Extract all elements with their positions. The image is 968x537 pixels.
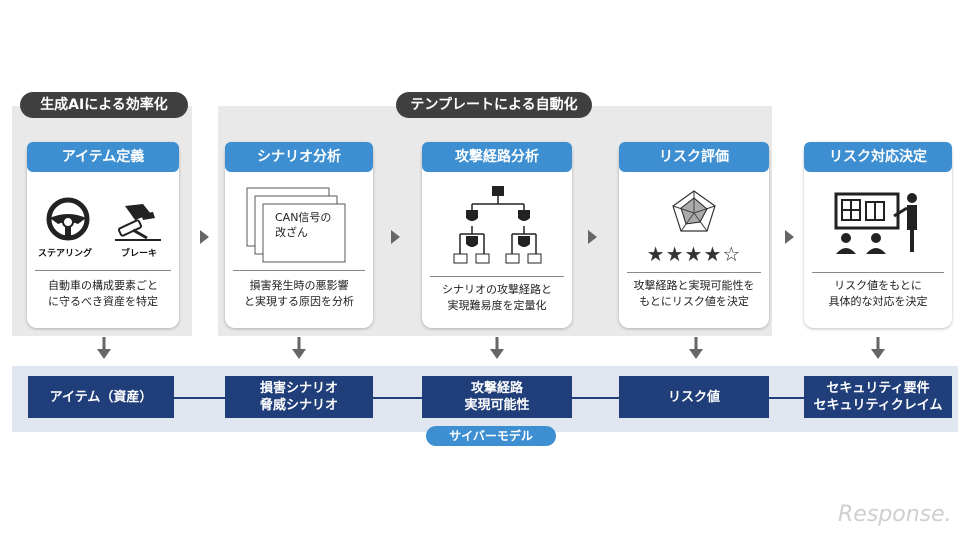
card-divider — [233, 270, 365, 271]
card-title: 攻撃経路分析 — [422, 142, 572, 172]
document-text-line: CAN信号の — [275, 211, 332, 224]
model-box-line: リスク値 — [667, 389, 720, 405]
template-group-label: テンプレートによる自動化 — [396, 92, 592, 118]
flow-arrow-down — [871, 337, 885, 359]
description-line: と実現する原因を分析 — [244, 295, 354, 308]
document-text-line: 改ざん — [275, 226, 308, 239]
model-box-attack-path: 攻撃経路 実現可能性 — [422, 376, 572, 418]
card-divider — [35, 270, 171, 271]
card-attack-path-analysis: 攻撃経路分析 シナリオの攻撃経路と 実現難易度を定量化 — [422, 142, 572, 328]
cyber-model-label: サイバーモデル — [426, 426, 556, 446]
description-line: シナリオの攻撃経路と — [442, 283, 552, 296]
model-box-line: アイテム（資産） — [49, 389, 153, 405]
flow-arrow-down — [490, 337, 504, 359]
radar-chart-icon — [672, 190, 716, 232]
flow-arrow-down — [689, 337, 703, 359]
card-divider — [812, 272, 944, 273]
card-title: シナリオ分析 — [225, 142, 373, 172]
card-description: 攻撃経路と実現可能性を もとにリスク値を決定 — [619, 278, 769, 310]
steering-label: ステアリング — [37, 249, 92, 259]
flow-arrow-right — [200, 230, 209, 244]
description-line: 実現難易度を定量化 — [447, 299, 547, 312]
description-line: もとにリスク値を決定 — [639, 295, 749, 308]
document-stack-icon — [246, 187, 346, 263]
model-box-scenarios: 損害シナリオ 脅威シナリオ — [225, 376, 373, 418]
description-line: 具体的な対応を決定 — [828, 295, 928, 308]
attack-tree-icon — [453, 186, 542, 264]
description-line: 自動車の構成要素ごと — [48, 279, 158, 292]
star-rating: ★★★★☆ — [646, 242, 742, 266]
card-item-definition: アイテム定義 ステアリング ブレーキ 自動車の構成要素ごと に守るべき資産を特定 — [27, 142, 179, 328]
description-line: リスク値をもとに — [834, 279, 922, 292]
card-scenario-analysis: シナリオ分析 CAN信号の 改ざん 損害発生時の悪影響 と実現する原因を分析 — [225, 142, 373, 328]
card-title: リスク対応決定 — [804, 142, 952, 172]
model-box-line: セキュリティクレイム — [813, 398, 943, 413]
brake-pedal-icon — [115, 204, 161, 241]
card-title: リスク評価 — [619, 142, 769, 172]
model-box-line: 攻撃経路 — [470, 381, 523, 396]
model-box-security-requirements: セキュリティ要件 セキュリティクレイム — [804, 376, 952, 418]
card-description: 自動車の構成要素ごと に守るべき資産を特定 — [27, 278, 179, 310]
flow-arrow-down — [292, 337, 306, 359]
card-title: アイテム定義 — [27, 142, 179, 172]
description-line: に守るべき資産を特定 — [48, 295, 158, 308]
flow-arrow-right — [785, 230, 794, 244]
model-box-line: セキュリティ要件 — [826, 381, 930, 396]
model-box-line: 損害シナリオ — [259, 381, 338, 396]
model-box-line: 実現可能性 — [464, 398, 530, 413]
flow-arrow-right — [588, 230, 597, 244]
description-line: 損害発生時の悪影響 — [249, 279, 349, 292]
flow-arrow-down — [97, 337, 111, 359]
model-box-item: アイテム（資産） — [28, 376, 174, 418]
model-box-risk-value: リスク値 — [619, 376, 769, 418]
card-divider — [627, 272, 761, 273]
response-watermark: Response. — [838, 502, 952, 527]
flow-arrow-right — [391, 230, 400, 244]
description-line: 攻撃経路と実現可能性を — [633, 279, 755, 292]
card-divider — [430, 276, 564, 277]
card-risk-assessment: リスク評価 ★★★★☆ 攻撃経路と実現可能性を もとにリスク値を決定 — [619, 142, 769, 328]
card-risk-treatment: リスク対応決定 リスク値をもとに 具体的な対応を決定 — [804, 142, 952, 328]
card-description: シナリオの攻撃経路と 実現難易度を定量化 — [422, 282, 572, 314]
ai-group-label: 生成AIによる効率化 — [20, 92, 188, 118]
card-description: 損害発生時の悪影響 と実現する原因を分析 — [225, 278, 373, 310]
card-description: リスク値をもとに 具体的な対応を決定 — [804, 278, 952, 310]
model-box-line: 脅威シナリオ — [259, 398, 338, 413]
brake-label: ブレーキ — [120, 249, 157, 259]
document-text: CAN信号の 改ざん — [275, 210, 331, 240]
presentation-board-icon — [834, 192, 917, 254]
steering-wheel-icon — [46, 197, 90, 241]
